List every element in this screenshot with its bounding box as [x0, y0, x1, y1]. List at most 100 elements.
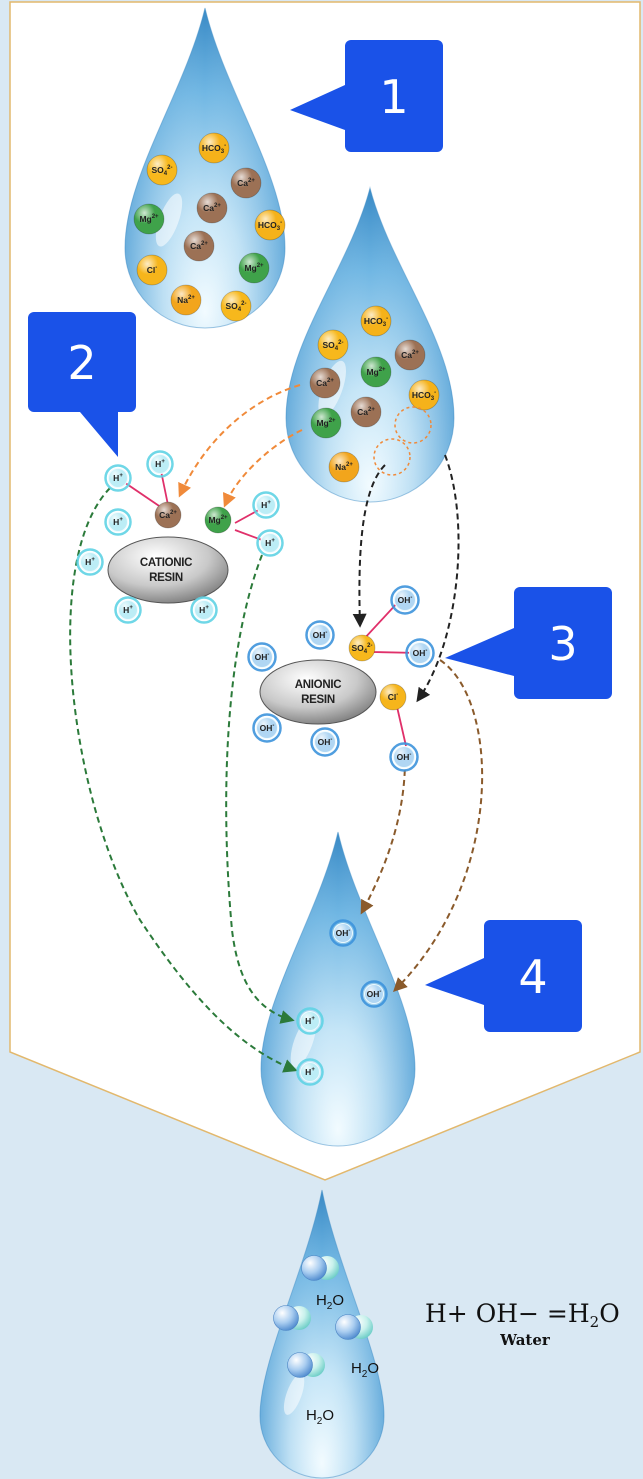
ion-ca2-: Ca2+: [154, 501, 182, 529]
svg-text:H+: H+: [85, 557, 95, 567]
equation-water-label: Water: [499, 1331, 551, 1349]
svg-text:OH-: OH-: [398, 595, 413, 605]
svg-text:Mg2+: Mg2+: [139, 214, 159, 224]
h2o-label: H2O: [316, 1292, 344, 1312]
green-arrow-1: [69, 487, 298, 1073]
ion-ca2-: Ca2+: [394, 339, 426, 371]
svg-text:Na2+: Na2+: [177, 295, 195, 305]
anionic-resin-label-2: RESIN: [301, 694, 335, 706]
svg-text:Ca2+: Ca2+: [190, 241, 208, 251]
water-equation: H+ OH− =H2O Water: [425, 1299, 620, 1349]
svg-text:H+: H+: [155, 459, 165, 469]
svg-text:H+: H+: [113, 517, 123, 527]
anionic-resin-label-1: ANIONIC: [295, 679, 341, 691]
ion-oh-: OH-: [310, 727, 340, 757]
ion-cl-: Cl-: [379, 683, 407, 711]
ion-oh-: OH-: [360, 980, 388, 1008]
orange-arrow-ca: [178, 384, 301, 498]
svg-text:OH-: OH-: [318, 737, 333, 747]
ion-so4-2-: SO42-: [348, 634, 376, 662]
svg-text:Na2+: Na2+: [335, 462, 353, 472]
svg-text:Mg2+: Mg2+: [208, 515, 228, 525]
ion-h-: H+: [114, 596, 142, 624]
drop-raw-water: [124, 7, 286, 329]
svg-text:H+: H+: [123, 605, 133, 615]
callout-3: 3: [445, 587, 612, 699]
black-arrow-cl: [416, 454, 460, 703]
ion-mg2-: Mg2+: [204, 506, 232, 534]
svg-text:OH-: OH-: [413, 648, 428, 658]
ion-hco3-: HCO3-: [254, 209, 286, 241]
equation-lhs: H+ OH− =H: [425, 1299, 590, 1328]
svg-text:H+: H+: [113, 473, 123, 483]
ion-mg2-: Mg2+: [238, 252, 270, 284]
ion-h-: H+: [252, 491, 280, 519]
cationic-resin-label-1: CATIONIC: [140, 557, 192, 569]
ion-h-: H+: [190, 596, 218, 624]
ion-oh-: OH-: [329, 919, 357, 947]
callout-number: 4: [518, 950, 547, 1004]
ion-oh-: OH-: [405, 638, 435, 668]
ion-h-: H+: [256, 529, 284, 557]
svg-text:SO42-: SO42-: [323, 340, 344, 352]
ion-h-: H+: [76, 548, 104, 576]
svg-text:H+: H+: [305, 1067, 315, 1077]
ion-hco3-: HCO3-: [198, 132, 230, 164]
callout-number: 2: [67, 336, 96, 390]
ion-hco3-: HCO3-: [408, 379, 440, 411]
anionic-resin: ANIONIC RESIN: [259, 659, 377, 725]
water-molecule-1: [301, 1255, 339, 1281]
svg-text:HCO3-: HCO3-: [412, 390, 436, 402]
svg-text:Mg2+: Mg2+: [244, 263, 264, 273]
svg-text:HCO3-: HCO3-: [202, 143, 226, 155]
svg-text:Ca2+: Ca2+: [357, 407, 375, 417]
water-molecule-3: [335, 1314, 373, 1340]
callout-number: 1: [379, 70, 408, 124]
ion-h-: H+: [296, 1058, 324, 1086]
ion-ca2-: Ca2+: [183, 230, 215, 262]
flow-arrows: [69, 384, 484, 1073]
svg-text:Mg2+: Mg2+: [366, 367, 386, 377]
ion-mg2-: Mg2+: [133, 203, 165, 235]
callout-4: 4: [425, 920, 582, 1032]
svg-text:SO42-: SO42-: [226, 301, 247, 313]
svg-text:H+: H+: [265, 538, 275, 548]
svg-text:Ca2+: Ca2+: [316, 378, 334, 388]
h2o-label: H2O: [351, 1360, 379, 1380]
svg-text:Cl-: Cl-: [147, 265, 158, 275]
svg-text:H+: H+: [199, 605, 209, 615]
equation-rhs: O: [599, 1299, 620, 1328]
ion-oh-: OH-: [247, 642, 277, 672]
ion-ca2-: Ca2+: [230, 167, 262, 199]
svg-text:Ca2+: Ca2+: [237, 178, 255, 188]
black-arrow-so4: [352, 464, 386, 628]
ion-h-: H+: [104, 508, 132, 536]
callout-number: 3: [548, 617, 577, 671]
svg-text:SO42-: SO42-: [152, 165, 173, 177]
ion-mg2-: Mg2+: [360, 356, 392, 388]
drop-pure-water: [259, 1189, 385, 1479]
svg-text:H+: H+: [305, 1016, 315, 1026]
ion-h-: H+: [104, 464, 132, 492]
svg-text:SO42-: SO42-: [352, 643, 373, 655]
cationic-resin: CATIONIC RESIN: [107, 536, 229, 604]
svg-text:Ca2+: Ca2+: [159, 510, 177, 520]
ion-oh-: OH-: [252, 713, 282, 743]
callout-1: 1: [290, 40, 443, 152]
orange-arrow-mg: [222, 429, 303, 508]
svg-text:OH-: OH-: [336, 928, 351, 938]
svg-text:HCO3-: HCO3-: [364, 316, 388, 328]
ion-ca2-: Ca2+: [350, 396, 382, 428]
h2o-label: H2O: [306, 1407, 334, 1427]
ion-na2-: Na2+: [328, 451, 360, 483]
svg-text:HCO3-: HCO3-: [258, 220, 282, 232]
ion-oh-: OH-: [389, 742, 419, 772]
ion-h-: H+: [296, 1007, 324, 1035]
ion-so4-2-: SO42-: [317, 329, 349, 361]
svg-text:H+: H+: [261, 500, 271, 510]
svg-text:Ca2+: Ca2+: [401, 350, 419, 360]
cationic-resin-label-2: RESIN: [149, 572, 183, 584]
ion-mg2-: Mg2+: [310, 407, 342, 439]
ion-so4-2-: SO42-: [146, 154, 178, 186]
